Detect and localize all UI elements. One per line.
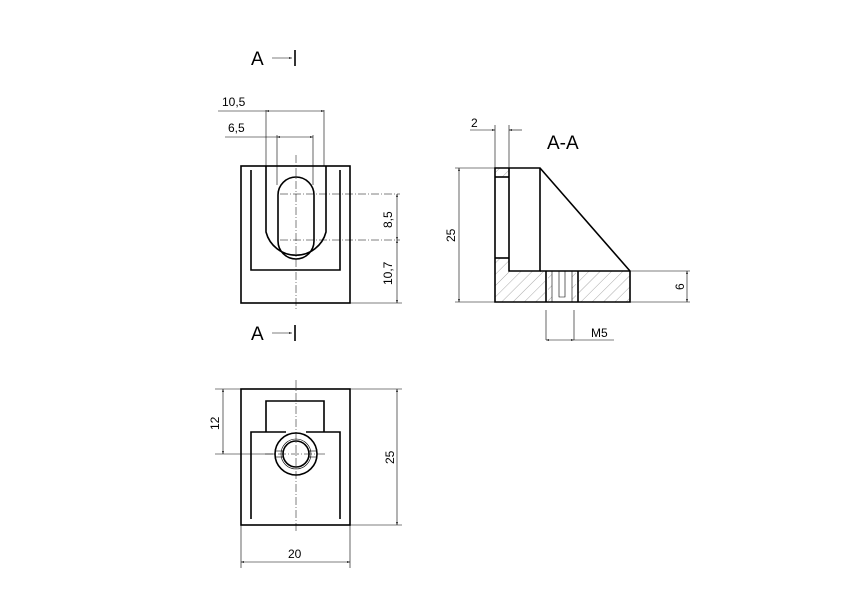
dim-label: 6,5 — [228, 121, 245, 135]
dim-slot-offset: 10,7 — [381, 240, 398, 303]
dim-label: 10,7 — [381, 261, 395, 285]
section-marker-letter: A — [251, 49, 264, 70]
dim-thread: M5 — [546, 326, 614, 341]
dim-slot-outer-width: 10,5 — [218, 95, 324, 112]
dim-section-height: 25 — [444, 168, 460, 302]
dim-label: M5 — [591, 326, 608, 340]
dim-bottom-width: 20 — [241, 547, 350, 563]
dim-label: 6 — [673, 283, 687, 290]
dim-label: 2 — [471, 116, 478, 130]
dim-bottom-height: 25 — [383, 389, 398, 525]
dim-label: 25 — [444, 228, 458, 242]
dim-label: 8,5 — [381, 211, 395, 228]
section-marker-bottom: A — [251, 324, 296, 345]
dim-label: 25 — [383, 450, 397, 464]
dim-base-height: 6 — [673, 271, 688, 302]
bottom-view — [215, 380, 402, 568]
dim-wall-thickness: 2 — [470, 116, 522, 131]
front-view — [240, 110, 402, 310]
dim-slot-inner-width: 6,5 — [225, 121, 313, 138]
dim-hole-offset: 12 — [208, 389, 224, 454]
dim-label: 20 — [288, 547, 302, 561]
dim-label: 10,5 — [222, 95, 246, 109]
section-marker-letter: A — [251, 324, 264, 345]
dim-slot-height: 8,5 — [381, 194, 398, 240]
section-view — [455, 125, 690, 340]
section-title: A-A — [547, 133, 579, 154]
section-marker-top: A — [251, 49, 296, 70]
dim-label: 12 — [208, 416, 222, 430]
